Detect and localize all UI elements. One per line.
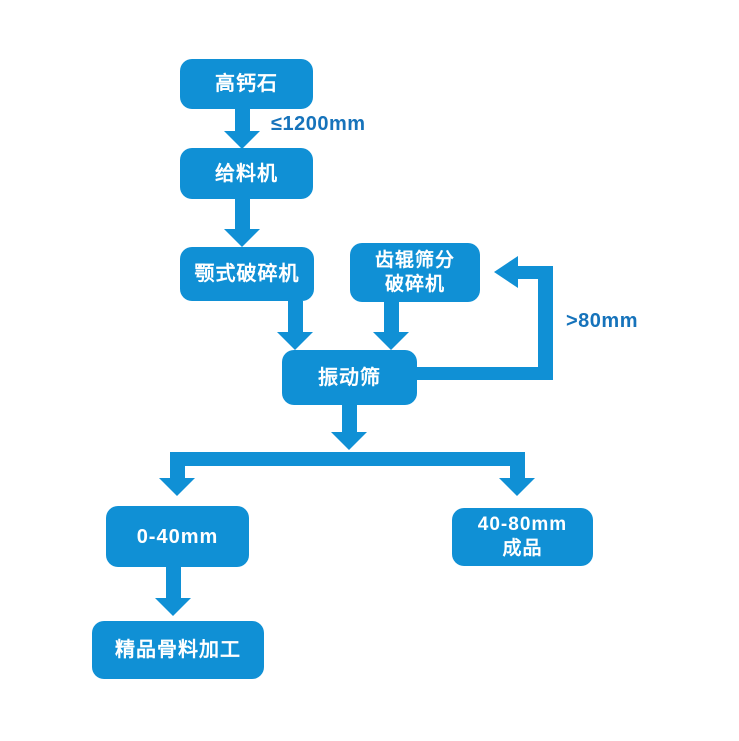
edge-label-feed-size: ≤1200mm: [271, 113, 366, 135]
arrowhead-down-icon: [224, 131, 260, 149]
arrowhead-down-icon: [224, 229, 260, 247]
arrowhead-down-icon: [155, 598, 191, 616]
feedback-loop-top-segment: [518, 266, 553, 279]
branch-right-stub: [510, 452, 525, 480]
arrow-jaw-to-screen: [288, 301, 303, 334]
node-high-calcium-stone: 高钙石: [180, 59, 313, 109]
arrow-source-to-feeder: [235, 107, 250, 133]
arrowhead-down-icon: [159, 478, 195, 496]
split-bar: [170, 452, 525, 466]
node-output-0-40mm: 0-40mm: [106, 506, 249, 567]
feedback-loop-vertical-segment: [538, 266, 553, 380]
arrowhead-left-icon: [494, 256, 518, 288]
arrowhead-down-icon: [277, 332, 313, 350]
edge-label-oversize-return: >80mm: [566, 310, 638, 332]
arrow-small-to-premium: [166, 567, 181, 600]
node-feeder: 给料机: [180, 148, 313, 199]
arrow-screen-to-split: [342, 405, 357, 434]
node-output-40-80mm-finished: 40-80mm 成品: [452, 508, 593, 566]
arrowhead-down-icon: [331, 432, 367, 450]
branch-left-stub: [170, 452, 185, 480]
node-premium-aggregate-processing: 精品骨料加工: [92, 621, 264, 679]
arrowhead-down-icon: [499, 478, 535, 496]
node-jaw-crusher: 颚式破碎机: [180, 247, 314, 301]
arrow-roller-to-screen: [384, 302, 399, 334]
feedback-loop-bottom-segment: [417, 367, 553, 380]
arrowhead-down-icon: [373, 332, 409, 350]
arrow-feeder-to-jaw-crusher: [235, 199, 250, 231]
node-toothed-roller-crusher: 齿辊筛分 破碎机: [350, 243, 480, 302]
node-vibrating-screen: 振动筛: [282, 350, 417, 405]
